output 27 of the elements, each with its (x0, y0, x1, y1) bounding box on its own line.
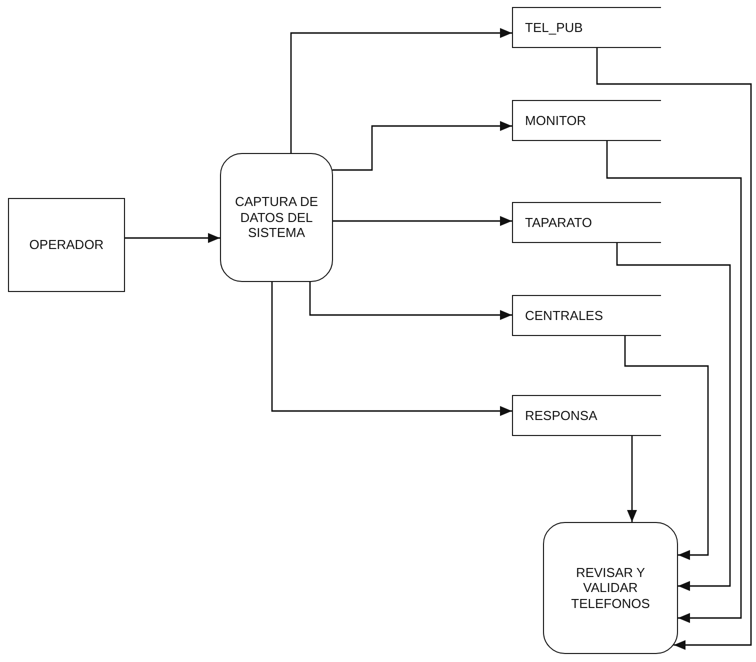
arrow (624, 336, 709, 560)
data-store (512, 100, 661, 141)
node-label: CENTRALES (525, 308, 604, 324)
entity-box (8, 198, 125, 292)
arrow (125, 233, 220, 243)
data-store (512, 395, 661, 436)
data-store (512, 7, 661, 48)
node-label: CAPTURA DE DATOS DEL SISTEMA (234, 194, 320, 241)
data-store (512, 202, 661, 243)
data-store (512, 295, 661, 336)
node-label: RESPONSA (525, 408, 598, 424)
node-label: OPERADOR (29, 237, 104, 253)
process-box (220, 153, 333, 282)
process-box (543, 522, 678, 654)
node-label: MONITOR (525, 112, 586, 128)
arrow (616, 243, 731, 591)
arrow (332, 121, 512, 171)
node-label: TEL_PUB (525, 20, 583, 36)
arrow (596, 48, 752, 650)
arrow (606, 141, 742, 623)
arrow (290, 28, 512, 153)
node-label: TAPARATO (525, 214, 592, 230)
arrow (309, 282, 512, 320)
node-label: REVISAR Y VALIDAR TELEFONOS (570, 564, 651, 612)
arrow (627, 436, 637, 522)
arrow (333, 216, 512, 226)
arrow (271, 282, 512, 416)
